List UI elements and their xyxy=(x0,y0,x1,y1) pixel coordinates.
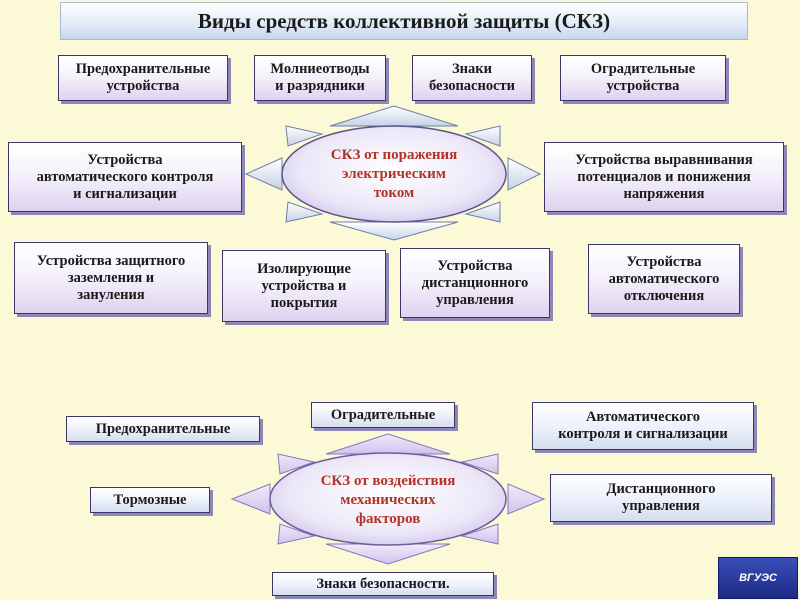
arrow-upright xyxy=(464,125,501,147)
box-potential-equalization: Устройства выравнивания потенциалов и по… xyxy=(544,142,784,212)
box-fencing-devices: Оградительные устройства xyxy=(560,55,726,101)
arrow-up xyxy=(329,105,459,127)
arrow-downright xyxy=(460,523,499,545)
arrow-right xyxy=(507,483,546,515)
electric-hub-ellipse xyxy=(281,125,507,223)
university-logo: ВГУЭС xyxy=(718,557,798,599)
box-auto-disconnection: Устройства автоматического отключения xyxy=(588,244,740,314)
mechanical-hub-ellipse xyxy=(269,452,507,546)
mechanical-star xyxy=(230,433,546,565)
box-protective-devices: Предохранительные устройства xyxy=(58,55,228,101)
arrow-upleft xyxy=(277,453,316,475)
electric-star xyxy=(244,105,542,241)
box-fencing: Оградительные xyxy=(311,402,455,428)
box-auto-control-signaling: Устройства автоматического контроля и си… xyxy=(8,142,242,212)
arrow-downright xyxy=(464,201,501,223)
arrow-right xyxy=(507,157,542,191)
arrow-downleft xyxy=(285,201,324,223)
arrow-left xyxy=(244,157,283,191)
arrow-upleft xyxy=(285,125,324,147)
box-lightning-rods: Молниеотводы и разрядники xyxy=(254,55,386,101)
box-insulating-devices: Изолирующие устройства и покрытия xyxy=(222,250,386,322)
arrow-upright xyxy=(460,453,499,475)
logo-text: ВГУЭС xyxy=(739,572,777,584)
box-protective: Предохранительные xyxy=(66,416,260,442)
mechanical-hub-label: СКЗ от воздействия механических факторов xyxy=(320,472,456,527)
arrow-downleft xyxy=(277,523,316,545)
arrow-left xyxy=(230,483,271,515)
box-auto-control: Автоматического контроля и сигнализации xyxy=(532,402,754,450)
box-safety-signs-mech: Знаки безопасности. xyxy=(272,572,494,596)
box-braking: Тормозные xyxy=(90,487,210,513)
arrow-down xyxy=(325,543,451,565)
box-remote-control: Устройства дистанционного управления xyxy=(400,248,550,318)
page-title: Виды средств коллективной защиты (СКЗ) xyxy=(60,2,748,40)
arrow-up xyxy=(325,433,451,455)
box-protective-grounding: Устройства защитного заземления и зануле… xyxy=(14,242,208,314)
electric-hub-label: СКЗ от поражения электрическим током xyxy=(330,146,458,201)
box-safety-signs: Знаки безопасности xyxy=(412,55,532,101)
arrow-down xyxy=(329,221,459,241)
box-remote: Дистанционного управления xyxy=(550,474,772,522)
